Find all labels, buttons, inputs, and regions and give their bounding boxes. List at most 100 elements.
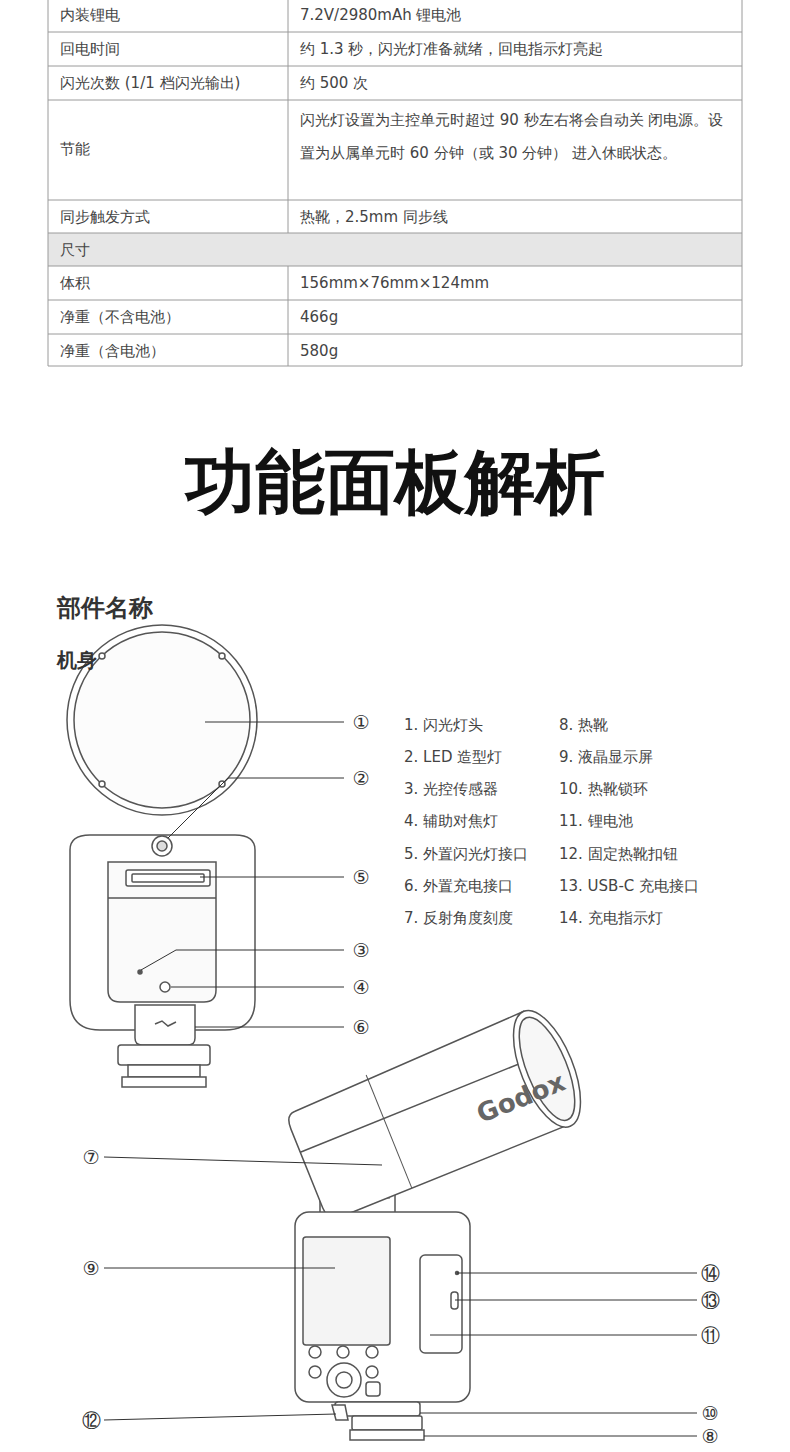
front-flash [128, 1065, 200, 1077]
part-name: 3. 光控传感器 [404, 780, 498, 799]
table-cell: 闪光灯设置为主控单元时超过 90 秒左右将会自动关 闭电源。设置为从属单元时 6… [300, 104, 730, 170]
front-flash [126, 870, 210, 886]
side-flash [303, 1237, 390, 1345]
part-name: 10. 热靴锁环 [559, 780, 648, 799]
side-flash [283, 1002, 595, 1440]
front-flash [135, 1005, 195, 1045]
callout-number: ⑭ [697, 1261, 723, 1285]
table-cell: 体积 [60, 274, 90, 293]
side-leaders [104, 1414, 336, 1420]
front-flash [152, 836, 172, 856]
callout-number: ⑨ [78, 1256, 104, 1280]
callout-number: ⑧ [697, 1424, 723, 1448]
page-title: 功能面板解析 [0, 440, 790, 524]
table-cell: 约 500 次 [300, 74, 368, 93]
callout-number: ⑩ [697, 1401, 723, 1425]
spec-table [48, 366, 742, 367]
callout-number: ⑥ [348, 1015, 374, 1039]
side-leaders [104, 1157, 382, 1165]
part-name: 12. 固定热靴扣钮 [559, 845, 678, 864]
front-flash [160, 982, 170, 992]
part-name: 13. USB-C 充电接口 [559, 877, 699, 896]
table-cell: 热靴，2.5mm 同步线 [300, 208, 448, 227]
part-name: 7. 反射角度刻度 [404, 909, 513, 928]
spec-table [48, 300, 742, 301]
side-leaders [430, 1335, 697, 1336]
side-flash [337, 1346, 349, 1358]
table-cell: 7.2V/2980mAh 锂电池 [300, 6, 462, 25]
table-cell: 净重（含电池） [60, 342, 165, 361]
side-flash [309, 1346, 321, 1358]
spec-table [48, 334, 742, 335]
front-flash [157, 841, 167, 851]
side-flash [327, 1363, 361, 1397]
front-flash [122, 1077, 206, 1087]
table-cell: 节能 [60, 140, 90, 159]
side-flash [336, 1372, 352, 1388]
table-cell: 同步触发方式 [60, 208, 150, 227]
part-name: 4. 辅助对焦灯 [404, 812, 498, 831]
callout-number: ⑫ [78, 1408, 104, 1432]
part-name: 8. 热靴 [559, 716, 608, 735]
side-flash [309, 1366, 321, 1378]
part-name: 14. 充电指示灯 [559, 909, 663, 928]
table-cell: 内装锂电 [60, 6, 120, 25]
front-flash [118, 1045, 210, 1065]
front-flash [155, 1021, 176, 1026]
spec-table [48, 0, 742, 366]
callout-number: ③ [348, 938, 374, 962]
side-flash [332, 1405, 348, 1420]
front-leaders [141, 950, 344, 970]
spec-table [48, 233, 742, 266]
part-name: 9. 液晶显示屏 [559, 748, 653, 767]
subsection-heading: 机身 [57, 647, 97, 674]
front-flash [70, 835, 255, 1030]
front-leaders [171, 987, 344, 988]
side-leaders [424, 1436, 697, 1437]
front-flash [219, 653, 225, 659]
spec-table [288, 266, 289, 366]
section-heading: 部件名称 [57, 592, 153, 624]
front-leaders [195, 1027, 344, 1028]
callout-number: ⑪ [697, 1323, 723, 1347]
side-flash [350, 1430, 424, 1440]
side-flash [366, 1075, 412, 1188]
front-flash [67, 625, 257, 1087]
table-cell: 回电时间 [60, 40, 120, 59]
side-flash [283, 1002, 595, 1224]
table-cell: 闪光次数 (1/1 档闪光输出) [60, 74, 240, 93]
callout-number: ④ [348, 975, 374, 999]
side-leaders [420, 1413, 697, 1414]
side-leaders [104, 1157, 697, 1436]
part-name: 2. LED 造型灯 [404, 748, 502, 767]
table-cell: 净重（不含电池） [60, 308, 180, 327]
part-name: 6. 外置充电接口 [404, 877, 513, 896]
spec-table [742, 0, 743, 366]
side-flash [335, 1402, 420, 1416]
spec-table [48, 266, 742, 267]
part-name: 11. 锂电池 [559, 812, 633, 831]
table-cell: 580g [300, 342, 338, 360]
table-cell: 156mm×76mm×124mm [300, 274, 489, 292]
side-leaders [455, 1300, 697, 1301]
front-leaders [168, 778, 344, 838]
callout-number: ⑤ [348, 865, 374, 889]
side-flash [366, 1382, 380, 1396]
side-leaders [457, 1273, 697, 1274]
side-leaders [104, 1268, 335, 1269]
table-cell: 约 1.3 秒，闪光灯准备就绪，回电指示灯亮起 [300, 40, 603, 59]
table-cell: 466g [300, 308, 338, 326]
spec-table [48, 32, 742, 33]
side-flash [420, 1255, 462, 1353]
spec-table [48, 66, 742, 67]
side-flash [366, 1366, 378, 1378]
side-flash [352, 1416, 422, 1430]
callout-number: ⑬ [697, 1288, 723, 1312]
front-flash [132, 874, 204, 882]
spec-table [288, 0, 289, 233]
front-flash [99, 781, 105, 787]
front-flash [108, 897, 216, 899]
front-leaders [205, 722, 344, 723]
side-flash [295, 1212, 470, 1402]
front-flash [138, 970, 142, 974]
